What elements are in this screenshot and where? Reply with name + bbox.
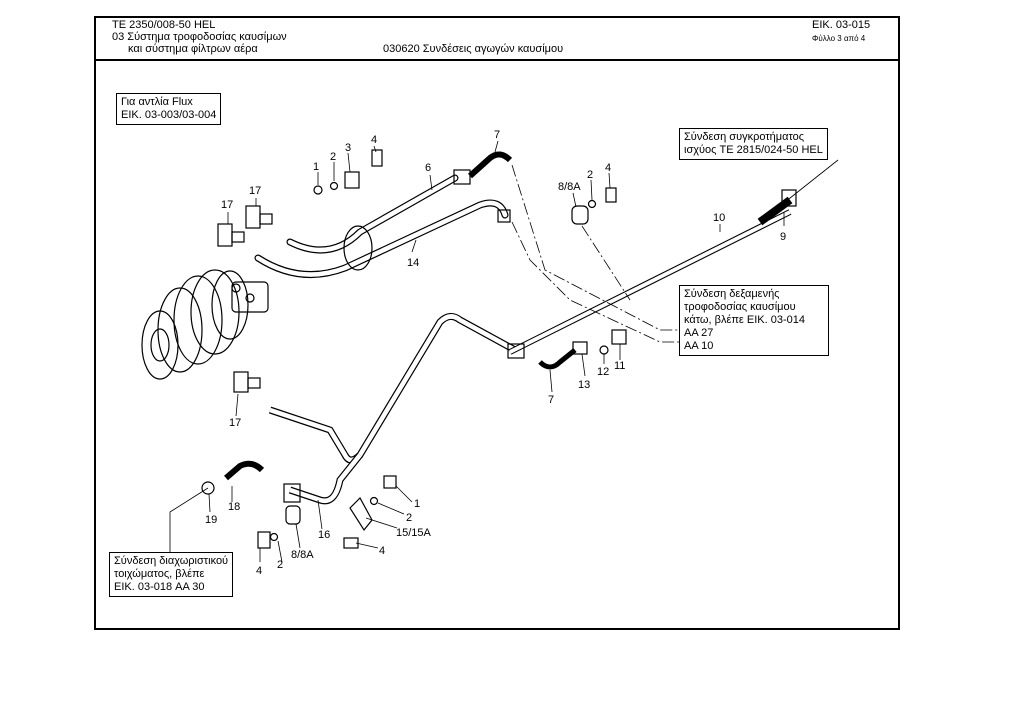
part-label-1-bottom: 1 — [414, 498, 420, 510]
part-label-8-8a-top: 8/8A — [558, 181, 581, 193]
line-clamp-3 — [343, 225, 373, 271]
leader-lines — [169, 140, 839, 563]
hose-nut-16 — [507, 343, 525, 359]
part-label-16: 16 — [318, 529, 330, 541]
callout-bulkhead-line2: τοιχώματος, βλέπε — [114, 568, 205, 580]
callout-flux-pump-line1: Για αντλία Flux — [121, 96, 193, 108]
fuel-line-14-outer — [254, 199, 509, 279]
nut-1-bot — [383, 475, 397, 489]
doc-code: TE 2350/008-50 HEL — [112, 19, 216, 31]
part-label-4-bottom: 4 — [379, 545, 385, 557]
part-number-labels: 1 2 3 4 6 7 8/8A 2 4 10 9 14 17 17 17 13… — [205, 129, 786, 577]
part-label-15-15a: 15/15A — [396, 527, 432, 539]
clamp-8-8a-top — [571, 205, 589, 225]
callout-fuel-tank: Σύνδεση δεξαμενής τροφοδοσίας καυσίμου κ… — [679, 285, 829, 356]
hose-nut-14 — [497, 209, 511, 223]
part-label-13: 13 — [578, 379, 590, 391]
header-divider — [96, 59, 898, 61]
figure-number: ΕΙΚ. 03-015 — [812, 19, 871, 31]
part-label-1-top: 1 — [313, 161, 319, 173]
callout-flux-pump-line2: ΕΙΚ. 03-003/03-004 — [121, 109, 217, 121]
fuel-line-6-inner — [287, 175, 458, 253]
callout-bulkhead: Σύνδεση διαχωριστικού τοιχώματος, βλέπε … — [109, 552, 234, 597]
washer-2-top — [329, 181, 339, 191]
fuel-line-14-inner — [255, 200, 508, 277]
part-label-4-low: 4 — [256, 565, 262, 577]
callout-fuel-tank-line2: τροφοδοσίας καυσίμου — [684, 301, 796, 313]
clamp-8-8a-low — [285, 505, 301, 525]
part-label-8-8a-low: 8/8A — [291, 549, 314, 561]
part-label-2-mid: 2 — [587, 169, 593, 181]
part-label-19: 19 — [205, 514, 217, 526]
part-label-9: 9 — [780, 231, 786, 243]
part-label-17-b: 17 — [249, 185, 261, 197]
callout-power-unit: Σύνδεση συγκροτήματος ισχύος TE 2815/024… — [679, 128, 828, 160]
clamp-3 — [344, 171, 360, 189]
part-label-17-c: 17 — [229, 417, 241, 429]
washer-2-bot — [369, 496, 379, 506]
fitting-17-b — [245, 205, 273, 229]
section-title-line2: και σύστημα φίλτρων αέρα — [128, 43, 258, 55]
fuel-line-16-inner — [269, 314, 517, 463]
fuel-line-16-outer — [268, 313, 517, 464]
bolt-4-bot — [343, 537, 359, 549]
hose-nut-6 — [453, 169, 471, 185]
callout-bulkhead-line3: ΕΙΚ. 03-018 AA 30 — [114, 581, 205, 593]
part-label-4-mid: 4 — [605, 162, 611, 174]
fitting-16-end — [283, 483, 301, 503]
fitting-13 — [572, 341, 588, 355]
part-label-2-top: 2 — [330, 151, 336, 163]
fitting-17-a — [217, 223, 245, 247]
drawing-sheet — [94, 16, 900, 630]
part-label-7-top: 7 — [494, 129, 500, 141]
callout-fuel-tank-ref1: AA 27 — [684, 327, 714, 339]
callout-flux-pump: Για αντλία Flux ΕΙΚ. 03-003/03-004 — [116, 93, 222, 125]
part-label-6: 6 — [425, 162, 431, 174]
sheet-info: Φύλλο 3 από 4 — [812, 34, 866, 43]
part-label-14: 14 — [407, 257, 419, 269]
part-label-7-bottom: 7 — [548, 394, 554, 406]
center-lines — [511, 164, 680, 343]
bolt-4-low — [257, 531, 271, 549]
part-label-11: 11 — [614, 360, 625, 372]
bolt-4-top — [371, 149, 383, 167]
elbow-7-bottom — [538, 348, 577, 370]
callout-fuel-tank-line1: Σύνδεση δεξαμενής — [684, 288, 780, 300]
fuel-pump — [141, 269, 269, 380]
part-label-12: 12 — [597, 366, 609, 378]
part-label-2-bottom: 2 — [406, 512, 412, 524]
fitting-17-c — [233, 371, 261, 393]
washer-2-mid — [587, 199, 597, 209]
callout-power-unit-line2: ισχύος TE 2815/024-50 HEL — [684, 144, 823, 156]
part-label-3: 3 — [345, 142, 351, 154]
nut-1-top — [313, 185, 323, 195]
bolt-4-mid — [605, 187, 617, 203]
washer-19 — [201, 481, 215, 495]
clamp-15-15a — [349, 497, 373, 532]
washer-12 — [599, 345, 609, 355]
callout-fuel-tank-line3: κάτω, βλέπε ΕΙΚ. 03-014 — [684, 314, 805, 326]
part-label-10: 10 — [713, 212, 725, 224]
part-label-18: 18 — [228, 501, 240, 513]
callout-bulkhead-line1: Σύνδεση διαχωριστικού — [114, 555, 229, 567]
callout-fuel-tank-ref2: AA 10 — [684, 340, 714, 352]
part-label-2-low: 2 — [277, 559, 283, 571]
elbow-18 — [224, 460, 265, 481]
part-label-17-a: 17 — [221, 199, 233, 211]
fuel-line-10-inner — [509, 210, 791, 354]
connector-9-outer — [757, 196, 793, 226]
part-label-4-top: 4 — [371, 134, 377, 146]
drawing-subtitle: 030620 Συνδέσεις αγωγών καυσίμου — [383, 43, 564, 55]
callout-power-unit-line1: Σύνδεση συγκροτήματος — [684, 131, 805, 143]
section-title-line1: 03 Σύστημα τροφοδοσίας καυσίμων — [112, 31, 287, 43]
nut-11 — [611, 329, 627, 345]
washer-2-low — [269, 532, 279, 542]
connector-9-end — [781, 189, 797, 207]
